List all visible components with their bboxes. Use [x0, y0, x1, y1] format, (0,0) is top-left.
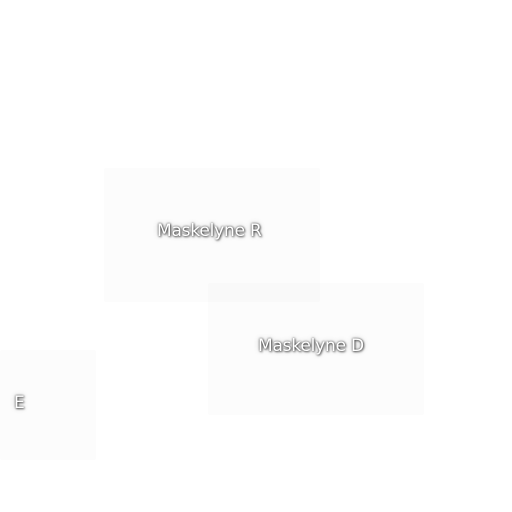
map-tile	[208, 283, 424, 415]
map-tile	[0, 350, 96, 460]
map-tile	[104, 168, 320, 302]
feature-label-maskelyne-d[interactable]: Maskelyne D	[258, 336, 364, 356]
feature-label-e[interactable]: E	[14, 393, 25, 413]
feature-label-maskelyne-r[interactable]: Maskelyne R	[157, 221, 262, 241]
